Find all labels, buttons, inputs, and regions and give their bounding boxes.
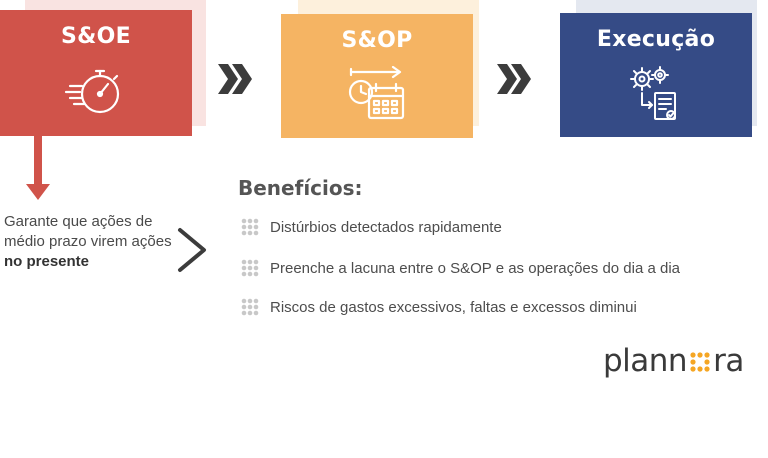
benefit-item: Distúrbios detectados rapidamente — [240, 216, 502, 238]
stage-card-execucao: Execução — [560, 13, 752, 137]
dot-grid-icon — [241, 259, 259, 277]
chevron-right-icon — [176, 227, 208, 278]
dot-grid-icon — [241, 298, 259, 316]
gears-document-icon — [624, 65, 688, 130]
flow-chevron-icon — [497, 64, 535, 99]
soe-description: Garante que ações de médio prazo virem a… — [4, 212, 174, 272]
calendar-clock-icon — [345, 65, 409, 131]
benefit-text: Preenche a lacuna entre o S&OP e as oper… — [270, 259, 681, 277]
benefit-text: Riscos de gastos excessivos, faltas e ex… — [270, 298, 637, 316]
plannera-logo: plann ra — [603, 346, 744, 377]
benefit-item: Preenche a lacuna entre o S&OP e as oper… — [240, 257, 680, 279]
flow-chevron-icon — [218, 64, 256, 99]
benefit-text: Distúrbios detectados rapidamente — [270, 218, 502, 236]
benefits-title: Benefícios: — [238, 176, 363, 200]
description-emphasis: no presente — [4, 253, 90, 270]
stage-title-sop: S&OP — [341, 28, 413, 53]
stage-card-soe: S&OE — [0, 10, 192, 136]
description-text: Garante que ações de médio prazo virem a… — [4, 213, 172, 250]
stage-title-execucao: Execução — [596, 27, 716, 52]
stopwatch-icon — [64, 62, 128, 127]
benefit-item: Riscos de gastos excessivos, faltas e ex… — [240, 296, 637, 318]
logo-text-right: ra — [713, 343, 744, 379]
logo-text-left: plann — [603, 343, 688, 379]
logo-dot-grid-icon — [690, 352, 710, 372]
stage-card-sop: S&OP — [281, 14, 473, 138]
stage-title-soe: S&OE — [61, 24, 131, 49]
dot-grid-icon — [241, 218, 259, 236]
down-arrow-icon — [26, 136, 50, 207]
